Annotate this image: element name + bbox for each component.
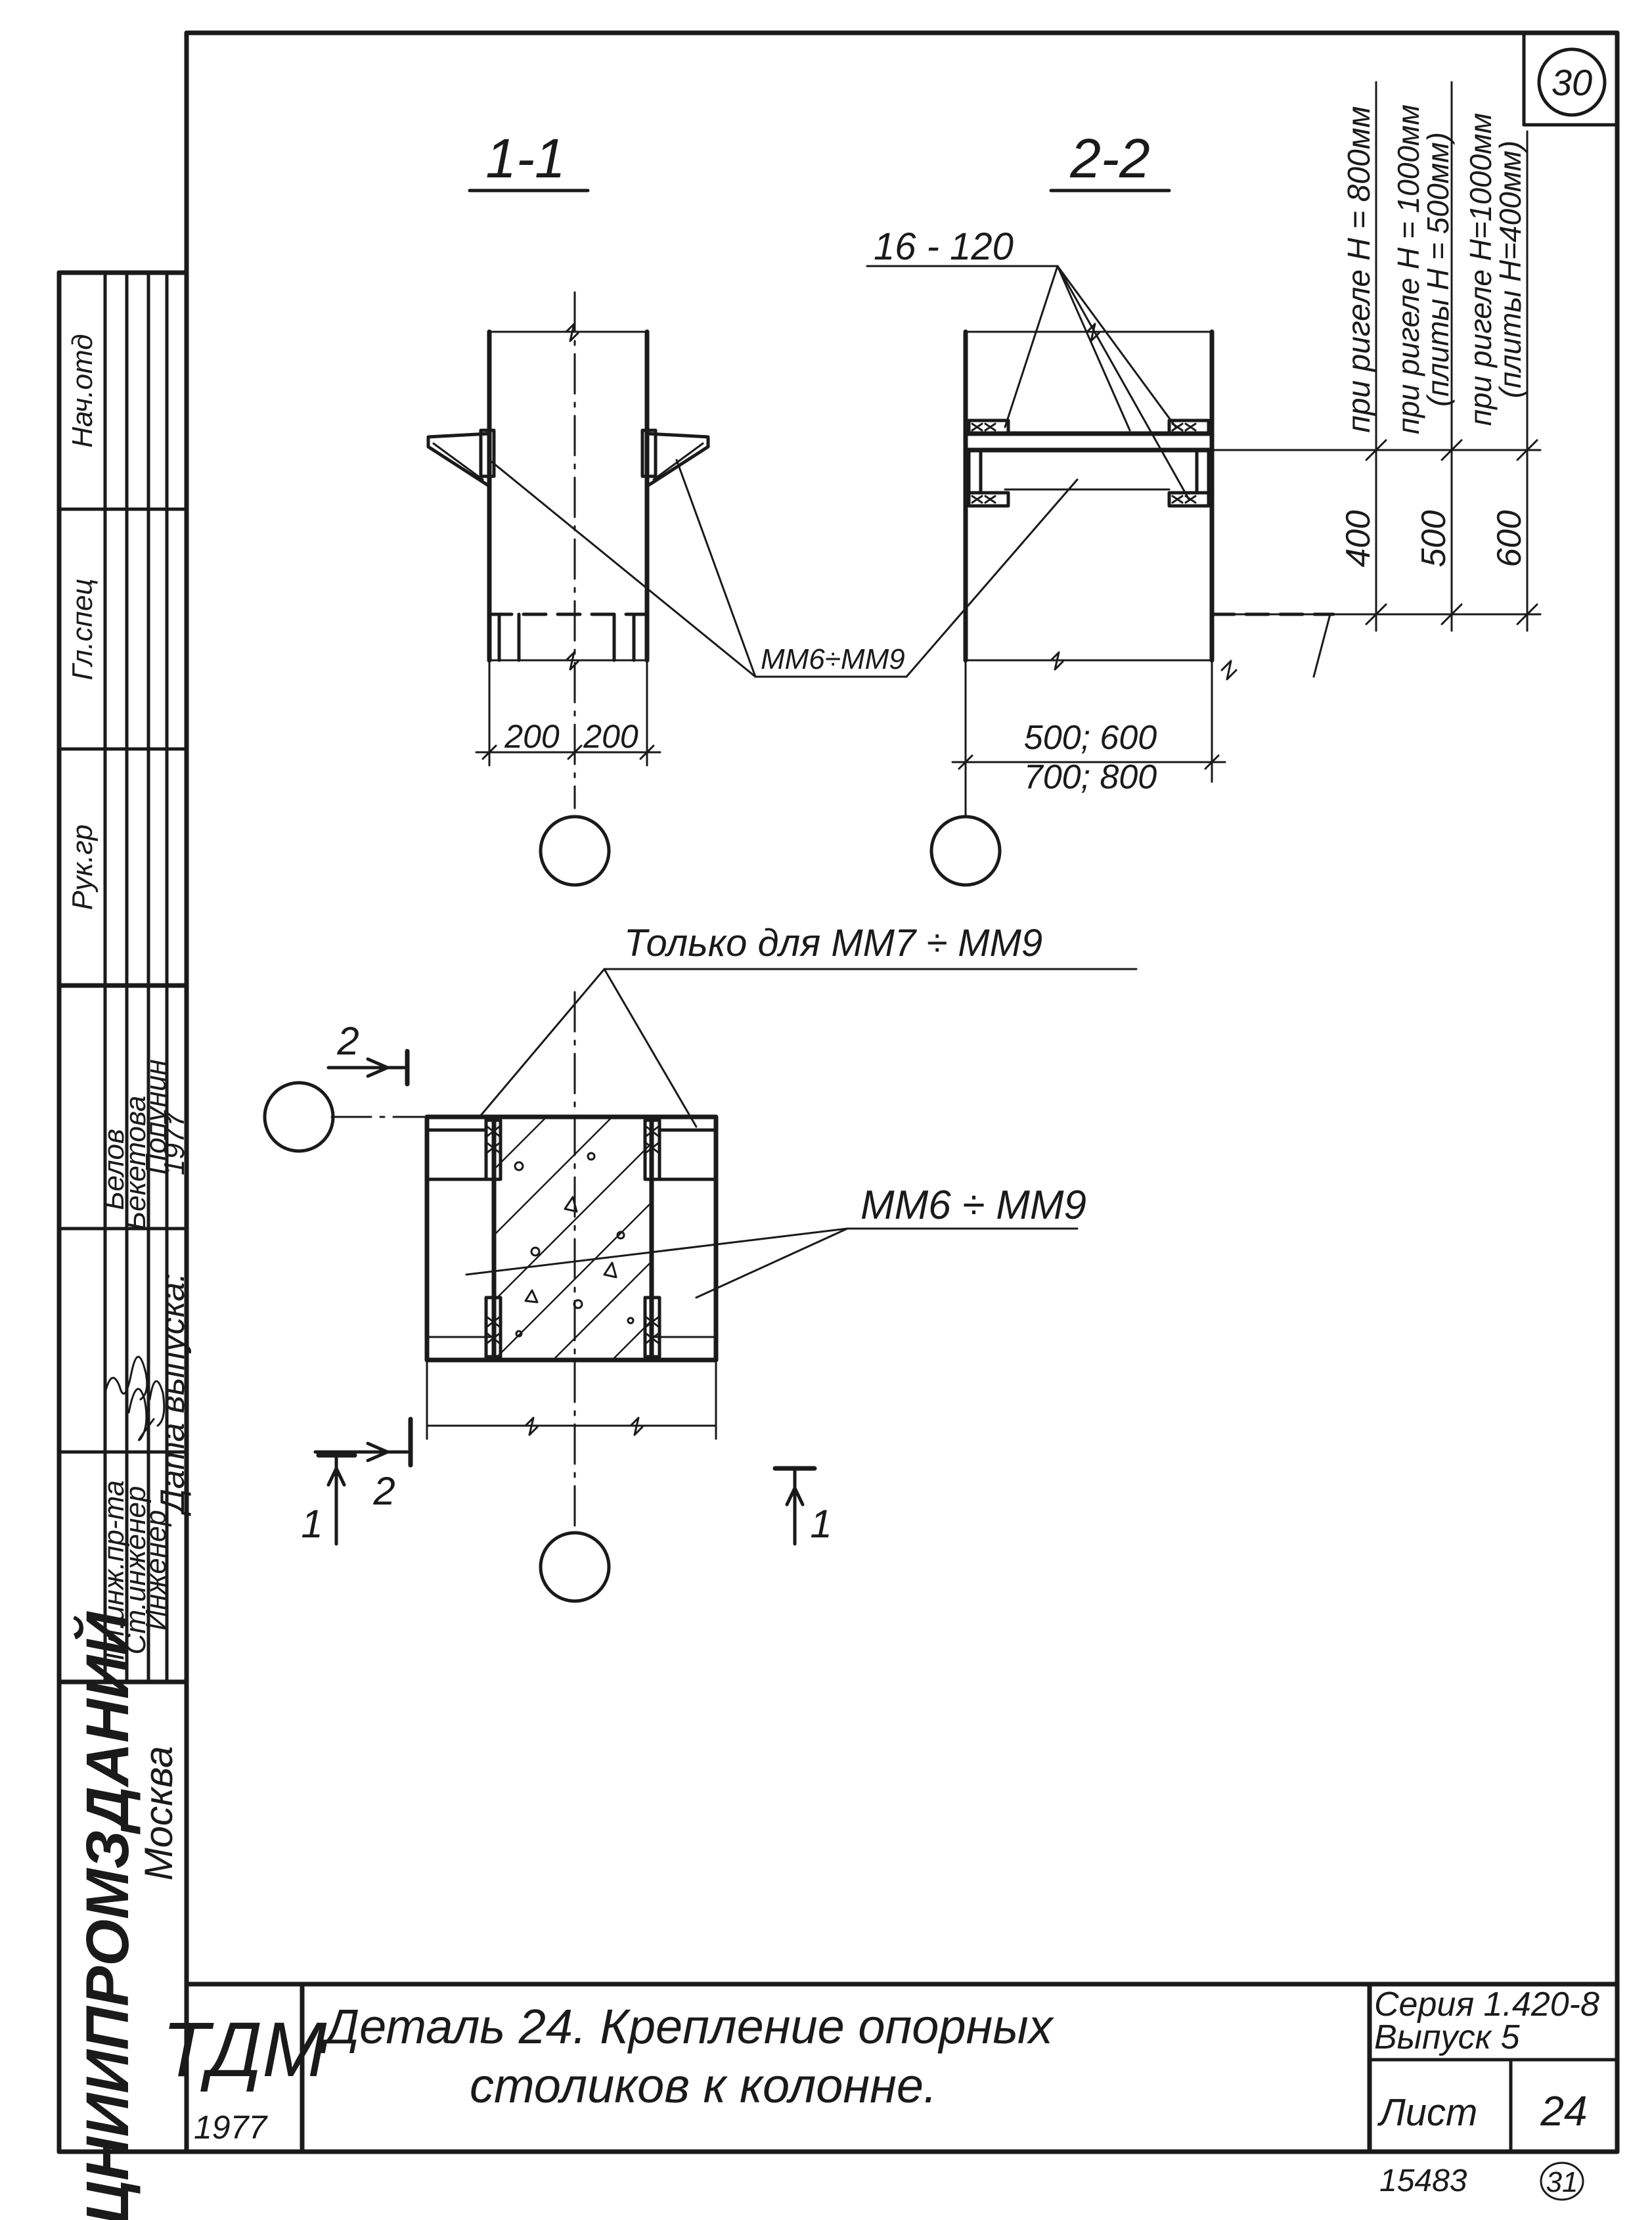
stamp-upper-cell-3: Рук.гр xyxy=(66,825,99,911)
drawing-title-line1: Деталь 24. Крепление опорных xyxy=(321,1999,1055,2054)
dim-h400: 400 xyxy=(1339,510,1377,568)
signature-scribbles xyxy=(104,1355,166,1441)
cut-1-left-label: 1 xyxy=(301,1502,323,1546)
cut-marker-2-top: 2 xyxy=(326,1019,410,1087)
stamp-role-3: Инженер xyxy=(140,1510,172,1631)
part-range-plan-label: ММ6 ÷ ММ9 xyxy=(860,1183,1086,1228)
cut-2-bottom-label: 2 xyxy=(372,1469,395,1513)
title-logo: ТДМ xyxy=(162,2006,328,2093)
stamp-name-3: Попунин xyxy=(140,1059,172,1174)
series-text: Серия 1.420-8 xyxy=(1374,1985,1599,2024)
only-for-note: Только для ММ7 ÷ ММ9 xyxy=(624,922,1042,964)
condition-1: при ригеле Н = 800мм xyxy=(1342,106,1377,432)
condition-3: (плиты Н = 500мм) xyxy=(1421,132,1455,407)
plan-view: Только для ММ7 ÷ ММ9 xyxy=(263,922,1138,1603)
title-block: ТДМ 1977 Деталь 24. Крепление опорных ст… xyxy=(162,1982,1620,2201)
section-1-1: 1-1 200 200 xyxy=(426,127,710,887)
stamp-org-name: ЦНИИПРОМЗДАНИЙ xyxy=(72,1611,141,2220)
stamp-org-city: Москва xyxy=(137,1746,181,1880)
section-2-2: 2-2 16 - 120 xyxy=(866,127,1542,887)
cut-2-top-label: 2 xyxy=(336,1019,359,1063)
stamp-role-1: Гл.инж.пр-та xyxy=(98,1480,130,1660)
drawing-title-line2: столиков к колонне. xyxy=(470,2058,937,2113)
stamp-role-2: Ст.инженер xyxy=(120,1486,152,1655)
inventory-number: 15483 xyxy=(1379,2163,1467,2198)
section-1-1-label: 1-1 xyxy=(485,127,565,189)
section-part-callout: ММ6÷ММ9 xyxy=(488,459,1079,678)
axis-marker-1 xyxy=(539,815,611,887)
title-logo-year: 1977 xyxy=(194,2109,268,2146)
anchor-note: 16 - 120 xyxy=(874,225,1014,268)
cut-marker-1-left: 1 xyxy=(301,1453,357,1546)
dim-200-right: 200 xyxy=(583,718,638,755)
axis-marker-2 xyxy=(929,815,1002,887)
page-number: 31 xyxy=(1546,2166,1578,2198)
stamp-release-date-label: Дата выпуска: xyxy=(154,1273,192,1516)
sheet-number-box: 30 xyxy=(1522,31,1619,127)
stamp-upper-cell-1: Нач.отд xyxy=(66,334,99,447)
issue-text: Выпуск 5 xyxy=(1374,2018,1521,2056)
part-range-section-label: ММ6÷ММ9 xyxy=(761,643,905,675)
dim-h600: 600 xyxy=(1490,510,1529,568)
sheet-value: 24 xyxy=(1540,2087,1587,2135)
stamp-name-4: 1977 xyxy=(158,1110,190,1175)
condition-2: при ригеле Н = 1000мм xyxy=(1391,104,1425,434)
sheet-label: Лист xyxy=(1377,2091,1477,2134)
cut-marker-2-bottom: 2 xyxy=(313,1416,413,1513)
sheet-number-circle-text: 30 xyxy=(1552,62,1592,103)
axis-marker-3 xyxy=(263,1081,335,1153)
cut-marker-1-right: 1 xyxy=(772,1466,832,1546)
concrete-hatch xyxy=(493,1116,652,1361)
height-dimensions: 400 500 600 при ригеле Н = 800мм при риг… xyxy=(1339,81,1538,632)
dim-column-sizes-1: 500; 600 xyxy=(1024,719,1157,757)
stamp-name-1: Белов xyxy=(98,1129,130,1210)
sheet-frame xyxy=(56,30,1620,2154)
condition-5: (плиты Н=400мм) xyxy=(1493,141,1527,398)
stamp-name-2: Бекетова xyxy=(120,1096,152,1231)
dim-h500: 500 xyxy=(1415,510,1453,568)
stamp-upper-cell-2: Гл.спец xyxy=(66,579,99,681)
section-2-2-label: 2-2 xyxy=(1069,127,1150,189)
side-stamp: Нач.отд Гл.спец Рук.гр Гл.инж.пр-та Ст.и… xyxy=(56,270,192,2220)
condition-4: при ригеле Н=1000мм xyxy=(1463,113,1498,426)
dim-column-sizes-2: 700; 800 xyxy=(1024,758,1157,796)
axis-marker-4 xyxy=(539,1531,611,1603)
cut-1-right-label: 1 xyxy=(810,1502,832,1546)
dim-200-left: 200 xyxy=(504,718,560,755)
